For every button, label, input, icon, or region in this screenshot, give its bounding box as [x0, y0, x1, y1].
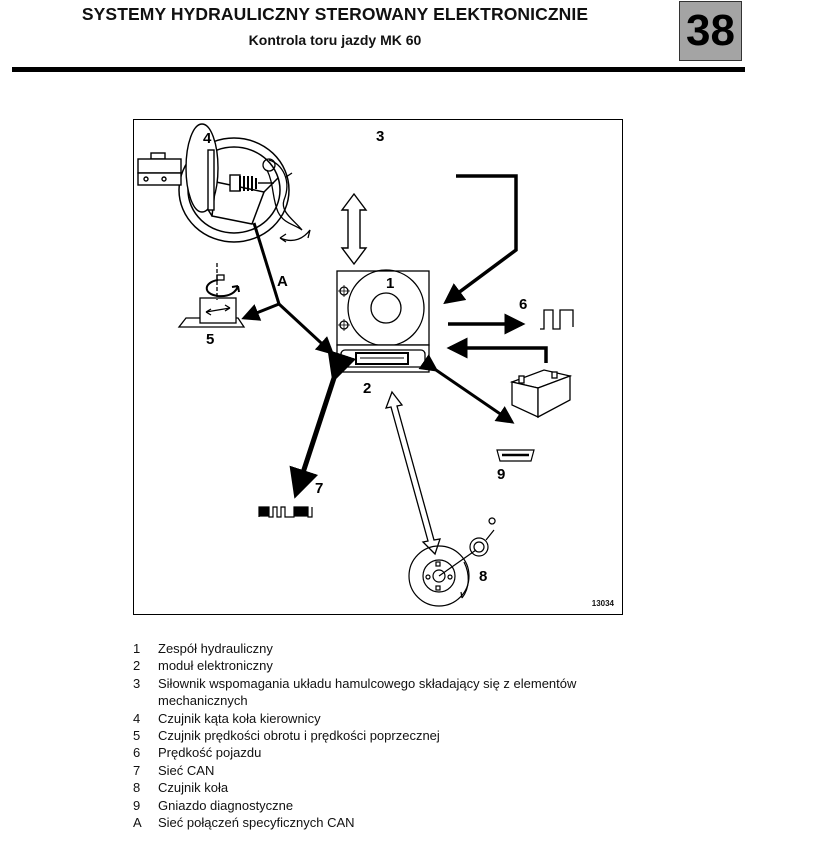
callout-3: 3 [376, 128, 385, 145]
legend-item: 6 Prędkość pojazdu [133, 744, 653, 761]
legend-text: Zespół hydrauliczny [158, 641, 273, 656]
legend-item: 9 Gniazdo diagnostyczne [133, 797, 653, 814]
system-diagram: 4 3 A 1 5 6 2 9 7 8 13034 [133, 119, 623, 615]
hydraulic-unit-icon [336, 269, 430, 347]
can-specific-network-lines [241, 222, 335, 356]
brake-pedal-icon [262, 158, 311, 243]
legend-item: 8 Czujnik koła [133, 779, 653, 796]
speed-pulse-icon [540, 309, 574, 330]
chapter-badge: 38 [679, 1, 742, 61]
diagnostic-link-arrow [418, 354, 515, 424]
legend-text: Prędkość pojazdu [158, 745, 262, 761]
legend-key: 7 [133, 762, 141, 778]
legend-key: 2 [133, 658, 141, 674]
can-network-arrow [289, 349, 357, 499]
legend-item: 4 Czujnik kąta koła kierownicy [133, 710, 653, 727]
legend-text: Siłownik wspomagania układu hamulcowego … [158, 675, 577, 709]
legend-key: 1 [133, 641, 141, 656]
diagram-drawing [137, 123, 574, 607]
callout-2: 2 [363, 380, 372, 397]
legend-item: 5 Czujnik prędkości obrotu i prędkości po… [133, 727, 653, 744]
legend-key: A [133, 815, 142, 831]
ecu-connector-icon [336, 344, 430, 373]
legend-text: Gniazdo diagnostyczne [158, 797, 294, 813]
legend-item: 3 Siłownik wspomagania układu hamulcowego… [133, 675, 653, 710]
callout-8: 8 [479, 568, 488, 585]
legend-key: 3 [133, 675, 141, 691]
diagnostic-socket-icon [496, 449, 535, 462]
legend-key: 9 [133, 797, 141, 813]
callout-6: 6 [519, 296, 528, 313]
callout-1: 1 [386, 275, 395, 292]
legend-item: 7 Sieć CAN [133, 762, 653, 779]
legend-key: 5 [133, 728, 141, 744]
legend-text: Czujnik kąta koła kierownicy [158, 710, 321, 726]
legend-text: Sieć połączeń specyficznych CAN [158, 815, 355, 831]
callout-4: 4 [203, 130, 212, 147]
legend-key: 6 [133, 745, 141, 761]
battery-supply-arrow [446, 337, 548, 363]
wheel-sensor-link-arrow [384, 390, 441, 556]
brake-booster-icon [137, 123, 274, 213]
header-rule [12, 67, 745, 72]
figure-reference: 13034 [591, 599, 614, 608]
pedal-signal-arrow [443, 174, 518, 305]
booster-link-arrow [340, 192, 368, 266]
legend-text: Czujnik prędkości obrotu i prędkości pop… [158, 728, 440, 744]
wheel-sensor-icon [408, 517, 496, 607]
legend-text: Czujnik koła [158, 780, 229, 796]
callout-7: 7 [315, 480, 324, 497]
callout-9: 9 [497, 466, 506, 483]
legend-item: 2 moduł elektroniczny [133, 657, 653, 674]
legend-item: 1 Zespół hydrauliczny [133, 640, 653, 657]
callout-A: A [277, 273, 288, 290]
legend-key: 8 [133, 780, 141, 796]
legend-text: Sieć CAN [158, 762, 215, 778]
battery-icon [509, 369, 573, 419]
legend-list: 1 Zespół hydrauliczny 2 moduł elektroniczn… [133, 640, 653, 831]
yaw-sensor-icon [177, 263, 246, 328]
can-signal-icon [258, 506, 313, 518]
legend-item: A Sieć połączeń specyficznych CAN [133, 814, 653, 831]
document-title: SYSTEMY HYDRAULICZNY STEROWANY ELEKTRONI… [81, 4, 589, 24]
callout-5: 5 [206, 331, 215, 348]
legend-key: 4 [133, 710, 141, 726]
document-subtitle: Kontrola toru jazdy MK 60 [248, 32, 422, 48]
legend-text: moduł elektroniczny [158, 658, 273, 674]
